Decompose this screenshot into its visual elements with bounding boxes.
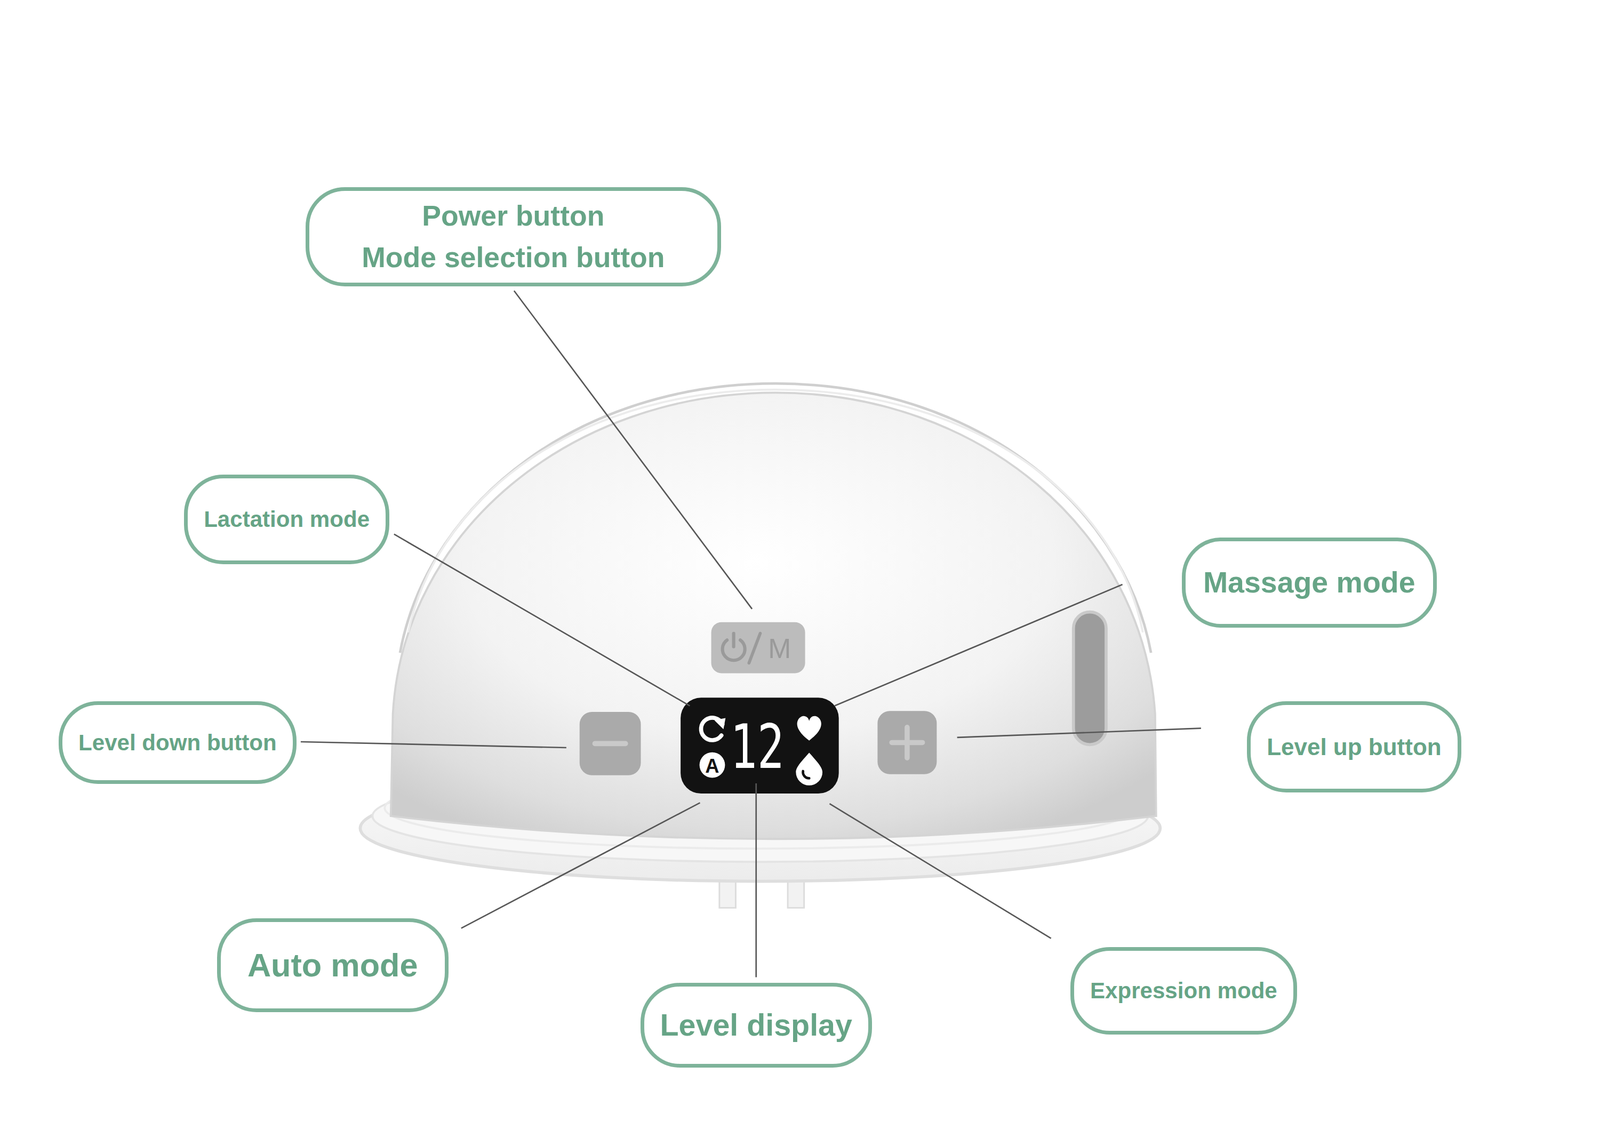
- leader-line: [394, 534, 691, 707]
- auto-glyph: A: [705, 756, 719, 776]
- leader-line: [834, 584, 1123, 707]
- callout-box: Level down button: [58, 701, 297, 784]
- power-mode-button: [711, 622, 806, 674]
- callout-box: Level up button: [1246, 701, 1462, 792]
- callout-box: Power buttonMode selection button: [305, 187, 722, 286]
- leader-line: [957, 728, 1202, 738]
- leader-lines: [300, 290, 1202, 978]
- callout-label: Lactation mode: [203, 502, 370, 536]
- leader-line: [514, 290, 752, 610]
- button-glyph: M: [768, 635, 791, 663]
- callout-label: Mode selection button: [361, 236, 665, 279]
- callout-label: Massage mode: [1203, 561, 1416, 604]
- callout-box: Expression mode: [1070, 947, 1298, 1036]
- callout-box: Lactation mode: [184, 474, 390, 565]
- display-panel: [680, 697, 839, 794]
- callout-box: Auto mode: [217, 918, 449, 1013]
- pump-dome: [390, 383, 1157, 839]
- callout-box: Massage mode: [1181, 537, 1437, 628]
- level-digits: 12: [730, 716, 784, 778]
- leader-line: [461, 802, 701, 928]
- leader-line: [755, 783, 757, 978]
- callout-label: Level down button: [78, 726, 277, 759]
- side-slot: [1073, 612, 1107, 746]
- level-down-button: [579, 712, 642, 776]
- callout-label: Power button: [421, 195, 605, 237]
- callout-label: Expression mode: [1090, 974, 1278, 1007]
- leader-line: [300, 741, 567, 748]
- callout-box: Level display: [640, 982, 872, 1068]
- leader-line: [829, 803, 1051, 939]
- callout-label: Auto mode: [247, 941, 419, 990]
- callout-label: Level display: [660, 1003, 853, 1048]
- level-up-button: [877, 710, 937, 775]
- callout-label: Level up button: [1266, 730, 1442, 765]
